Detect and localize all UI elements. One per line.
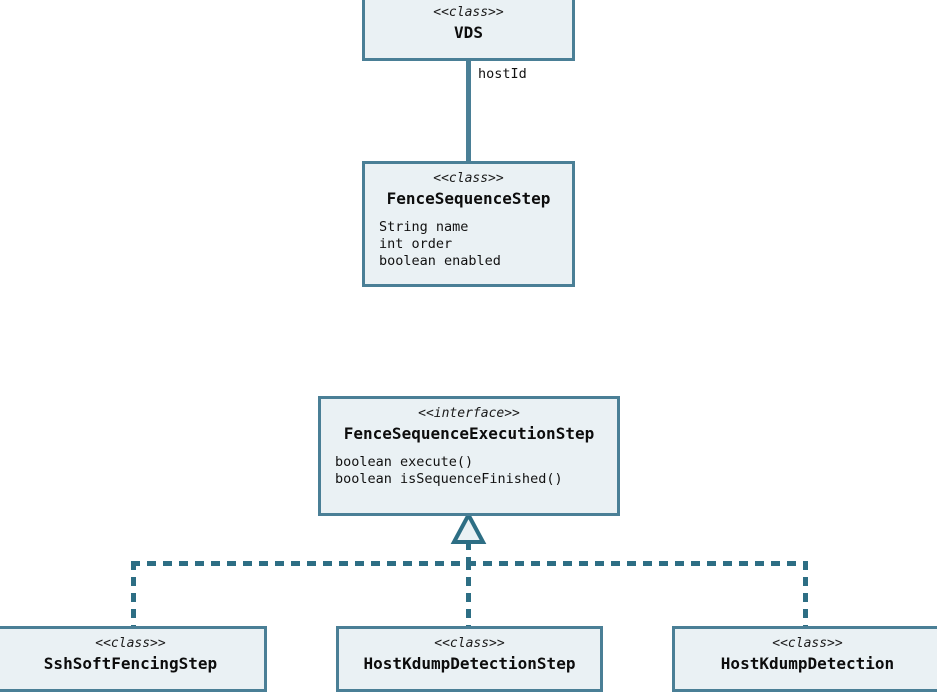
member-line: String name [379, 219, 469, 235]
realization-arrowhead-icon [450, 510, 487, 544]
node-members: String name int order boolean enabled [365, 210, 572, 274]
stereotype-label: <<class>> [433, 171, 504, 186]
member-line: boolean isSequenceFinished() [335, 471, 563, 487]
class-name-label: SshSoftFencingStep [43, 654, 218, 673]
association-label-hostid: hostId [478, 66, 527, 82]
uml-class-vds[interactable]: <<class>> VDS [362, 0, 575, 61]
class-name-label: FenceSequenceStep [386, 189, 551, 208]
node-header: <<class>> SshSoftFencingStep [0, 629, 264, 675]
member-line: boolean execute() [335, 454, 474, 470]
node-header: <<class>> VDS [365, 0, 572, 44]
member-line: boolean enabled [379, 253, 501, 269]
node-header: <<interface>> FenceSequenceExecutionStep [321, 399, 617, 445]
stereotype-label: <<class>> [772, 636, 843, 651]
node-header: <<class>> HostKdumpDetection [675, 629, 937, 675]
member-line: int order [379, 236, 453, 252]
stereotype-label: <<class>> [434, 636, 505, 651]
uml-interface-fence-sequence-execution-step[interactable]: <<interface>> FenceSequenceExecutionStep… [318, 396, 620, 516]
node-header: <<class>> FenceSequenceStep [365, 164, 572, 210]
stereotype-label: <<class>> [95, 636, 166, 651]
uml-class-fence-sequence-step[interactable]: <<class>> FenceSequenceStep String name … [362, 161, 575, 287]
stereotype-label: <<interface>> [418, 406, 520, 421]
class-name-label: VDS [454, 23, 483, 42]
interface-name-label: FenceSequenceExecutionStep [343, 424, 595, 443]
stereotype-label: <<class>> [433, 5, 504, 20]
uml-class-host-kdump-detection-step[interactable]: <<class>> HostKdumpDetectionStep [336, 626, 603, 692]
class-name-label: HostKdumpDetectionStep [363, 654, 576, 673]
uml-class-ssh-soft-fencing-step[interactable]: <<class>> SshSoftFencingStep [0, 626, 267, 692]
node-members: boolean execute() boolean isSequenceFini… [321, 445, 617, 492]
node-header: <<class>> HostKdumpDetectionStep [339, 629, 600, 675]
class-name-label: HostKdumpDetection [720, 654, 895, 673]
uml-class-host-kdump-detection[interactable]: <<class>> HostKdumpDetection [672, 626, 937, 692]
